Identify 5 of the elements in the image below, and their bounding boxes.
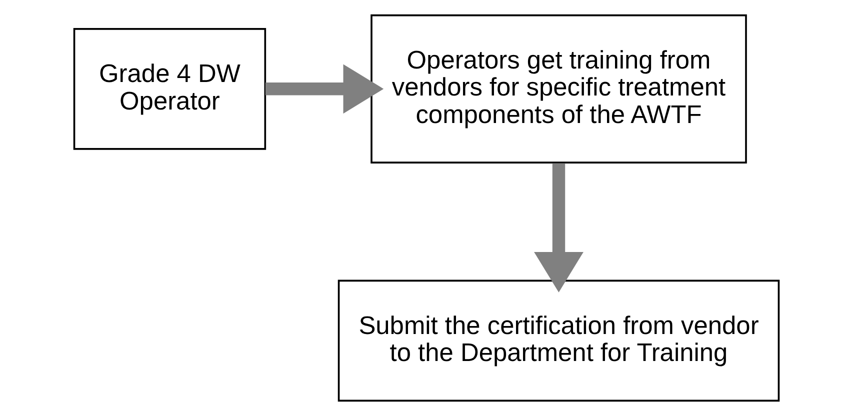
arrow — [265, 64, 384, 114]
node-box: Operators get training from vendors for specific treatment components of the AWTF — [370, 14, 747, 164]
node-box: Submit the certification from vendor to the Department for Training — [338, 280, 780, 402]
node-box: Grade 4 DW Operator — [73, 28, 266, 150]
arrow — [534, 163, 584, 292]
